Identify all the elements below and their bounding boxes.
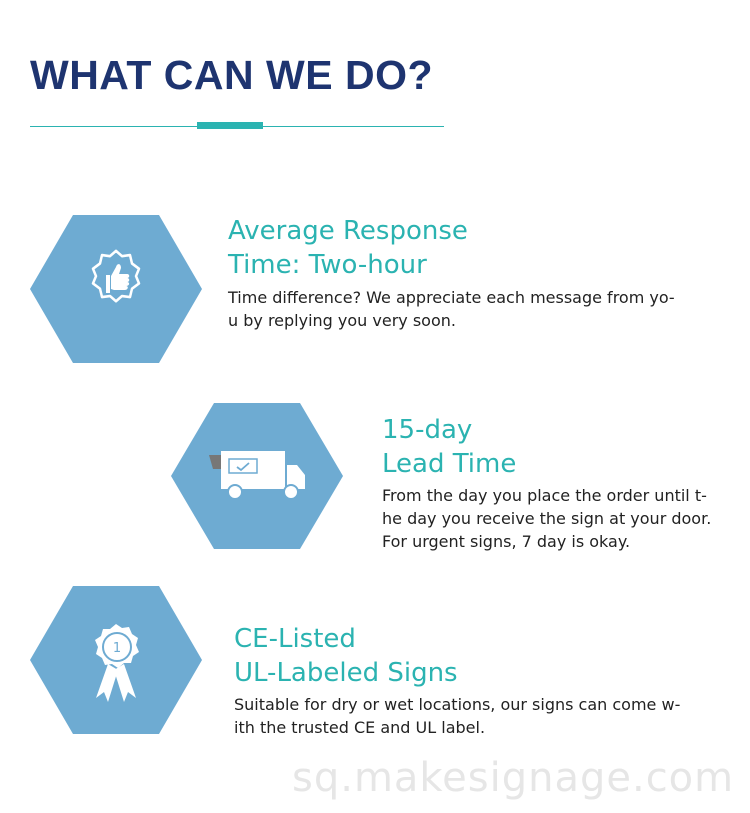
feature-certification-hexagon: 1 bbox=[30, 586, 202, 734]
feature-leadtime-hexagon bbox=[171, 403, 343, 549]
award-ribbon-icon: 1 bbox=[95, 624, 139, 702]
feature-leadtime-title: 15-day Lead Time bbox=[382, 415, 517, 479]
feature-leadtime-description: From the day you place the order until t… bbox=[382, 486, 712, 551]
watermark: sq.makesignage.com bbox=[292, 755, 735, 801]
page-title: WHAT CAN WE DO? bbox=[30, 52, 434, 98]
award-badge-number: 1 bbox=[113, 641, 121, 656]
title-underline-accent bbox=[197, 122, 263, 129]
thumbs-up-icon bbox=[91, 249, 141, 303]
feature-certification-description: Suitable for dry or wet locations, our s… bbox=[234, 695, 681, 737]
feature-response-title: Average Response Time: Two-hour bbox=[228, 216, 468, 280]
feature-certification-title: CE-Listed UL-Labeled Signs bbox=[234, 624, 458, 688]
feature-response-description: Time difference? We appreciate each mess… bbox=[228, 288, 675, 330]
delivery-truck-icon bbox=[209, 451, 305, 500]
feature-response-hexagon bbox=[30, 215, 202, 363]
